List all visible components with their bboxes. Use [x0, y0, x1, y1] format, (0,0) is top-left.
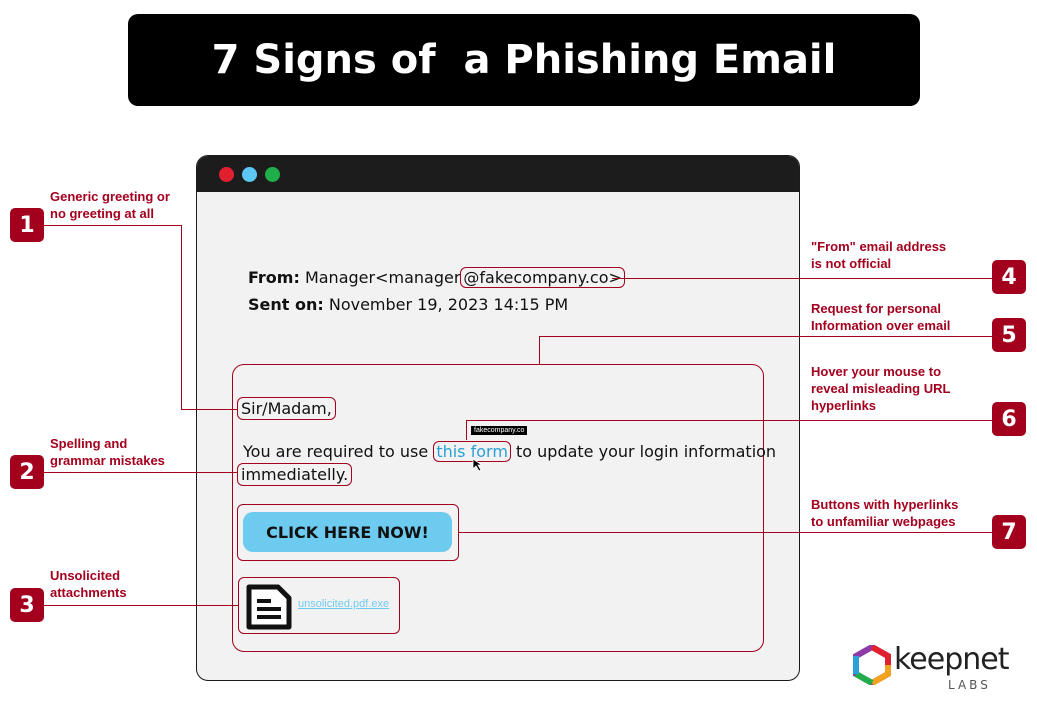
url-tooltip: fakecompany.co	[471, 426, 528, 435]
sent-label: Sent on:	[248, 295, 324, 314]
sign-7-label: Buttons with hyperlinks to unfamiliar we…	[811, 497, 959, 529]
connector-3	[44, 605, 239, 606]
connector-2	[44, 472, 238, 473]
attachment-link[interactable]: unsolicited.pdf.exe	[298, 598, 390, 610]
sign-6-badge: 6	[992, 402, 1026, 436]
body-sentence: You are required to use this form to upd…	[243, 441, 777, 462]
title-banner: 7 Signs of a Phishing Email	[128, 14, 920, 106]
connector-1a	[44, 225, 182, 226]
sign-5-badge: 5	[992, 318, 1026, 352]
email-body-frame	[232, 364, 764, 652]
connector-1c	[181, 409, 237, 410]
connector-5a	[539, 336, 993, 337]
sign-1-label: Generic greeting or no greeting at all	[50, 189, 170, 221]
sign-4-badge: 4	[992, 260, 1026, 294]
connector-7	[459, 532, 993, 533]
page-title: 7 Signs of a Phishing Email	[211, 37, 837, 83]
body-text-after: to update your login information	[510, 442, 777, 461]
misspelled-word: immediatelly.	[237, 463, 353, 486]
connector-4	[612, 278, 993, 279]
email-window	[196, 155, 800, 681]
sign-6-label: Hover your mouse to reveal misleading UR…	[811, 364, 951, 413]
click-here-button[interactable]: CLICK HERE NOW!	[243, 512, 452, 552]
cta-button-frame	[237, 504, 459, 561]
logo-wordmark: keepnet	[894, 642, 1009, 677]
sent-value: November 19, 2023 14:15 PM	[323, 295, 569, 314]
from-value: Manager<manager	[299, 268, 461, 287]
connector-1b	[181, 225, 182, 409]
from-line: From: Manager<manager@fakecompany.co>	[248, 267, 625, 288]
sign-5-label: Request for personal Information over em…	[811, 301, 951, 333]
connector-5b	[539, 336, 540, 364]
from-label: From:	[248, 268, 300, 287]
sent-line: Sent on: November 19, 2023 14:15 PM	[248, 295, 568, 314]
body-text-before: You are required to use	[243, 442, 434, 461]
keepnet-hexagon-icon	[853, 645, 891, 685]
connector-6a	[466, 420, 993, 421]
sign-1-badge: 1	[10, 208, 44, 242]
sign-3-label: Unsolicited attachments	[50, 568, 127, 600]
document-icon[interactable]	[246, 584, 292, 630]
this-form-link[interactable]: this form	[433, 441, 511, 462]
window-titlebar	[197, 156, 799, 192]
greeting: Sir/Madam,	[237, 397, 336, 420]
sign-2-label: Spelling and grammar mistakes	[50, 436, 165, 468]
logo-subtext: LABS	[948, 678, 991, 692]
cursor-icon	[472, 458, 484, 472]
sign-2-badge: 2	[10, 455, 44, 489]
minimize-dot-icon[interactable]	[242, 167, 257, 182]
connector-6b	[466, 420, 467, 440]
close-dot-icon[interactable]	[219, 167, 234, 182]
from-domain: @fakecompany.co>	[460, 267, 625, 288]
maximize-dot-icon[interactable]	[265, 167, 280, 182]
sign-3-badge: 3	[10, 588, 44, 622]
sign-4-label: "From" email address is not official	[811, 239, 947, 271]
sign-7-badge: 7	[992, 515, 1026, 549]
